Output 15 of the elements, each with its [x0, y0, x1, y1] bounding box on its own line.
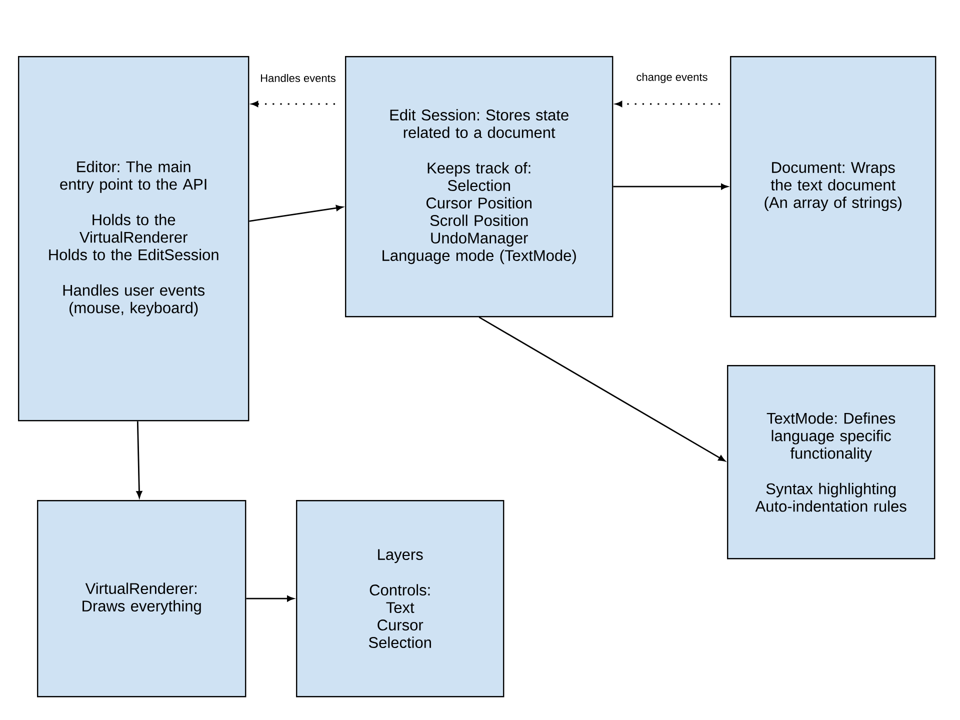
arrow — [246, 596, 294, 602]
process-box: Layers Controls: Text Cursor Selection — [296, 500, 504, 698]
arrow — [249, 205, 343, 222]
process-box: VirtualRenderer: Draws everything — [37, 500, 246, 698]
arrow — [616, 101, 720, 107]
arrow — [252, 101, 335, 107]
process-box: Edit Session: Stores state related to a document Keeps track of: Selection Cursor Position Scroll Position UndoManager Language mode (TextMode) — [345, 56, 614, 318]
edge-label: change events — [635, 72, 709, 84]
process-box: TextMode: Defines language specific functionality Syntax highlighting Auto-indentation rules — [727, 365, 936, 560]
arrow — [136, 421, 142, 498]
process-box: Editor: The main entry point to the API Holds to the VirtualRenderer Holds to the EditSession Handles user events (mouse, keyboard) — [18, 56, 250, 422]
process-box: Document: Wraps the text document (An array of strings) — [730, 56, 936, 318]
edge-label: Handles events — [259, 72, 337, 84]
arrow — [478, 316, 726, 462]
arrow — [613, 184, 728, 190]
